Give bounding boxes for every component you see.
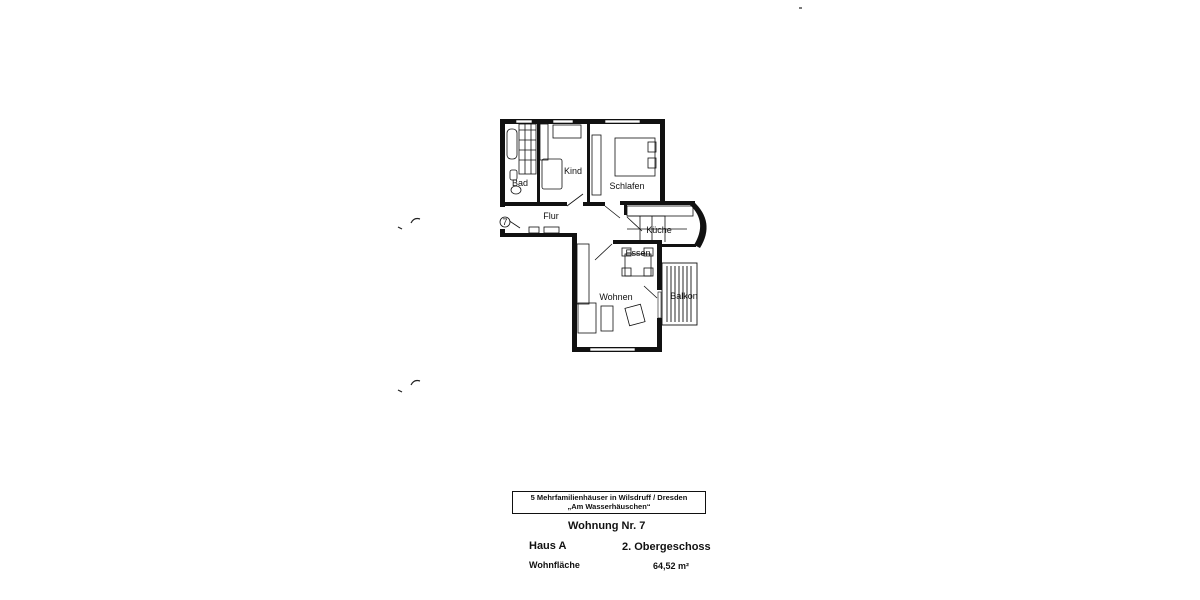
room-label-kind: Kind — [564, 166, 582, 176]
doors — [504, 193, 658, 299]
room-label-kueche: Küche — [646, 225, 672, 235]
project-title-line2: „Am Wasserhäuschen“ — [567, 502, 651, 511]
house-label: Haus A — [529, 540, 567, 552]
room-label-balkon: Balkon — [670, 291, 698, 301]
project-title-line1: 5 Mehrfamilienhäuser in Wilsdruff / Dres… — [530, 493, 688, 502]
balkon — [661, 262, 698, 326]
room-label-bad: Bad — [512, 178, 528, 188]
area-label: Wohnfläche — [529, 560, 580, 570]
room-label-schlafen: Schlafen — [609, 181, 644, 191]
project-title-box: 5 Mehrfamilienhäuser in Wilsdruff / Dres… — [512, 491, 706, 514]
room-label-flur: Flur — [543, 211, 559, 221]
scan-artifacts — [397, 7, 802, 393]
room-label-wohnen: Wohnen — [599, 292, 632, 302]
room-label-essen: Essen — [625, 248, 650, 258]
apartment-number: Wohnung Nr. 7 — [568, 520, 646, 532]
windows — [515, 119, 662, 352]
unit-marker-label: 7 — [502, 217, 507, 227]
floor-label: 2. Obergeschoss — [622, 541, 711, 553]
area-value: 64,52 m² — [653, 561, 690, 571]
furniture — [506, 123, 694, 334]
unit-marker — [499, 216, 511, 228]
